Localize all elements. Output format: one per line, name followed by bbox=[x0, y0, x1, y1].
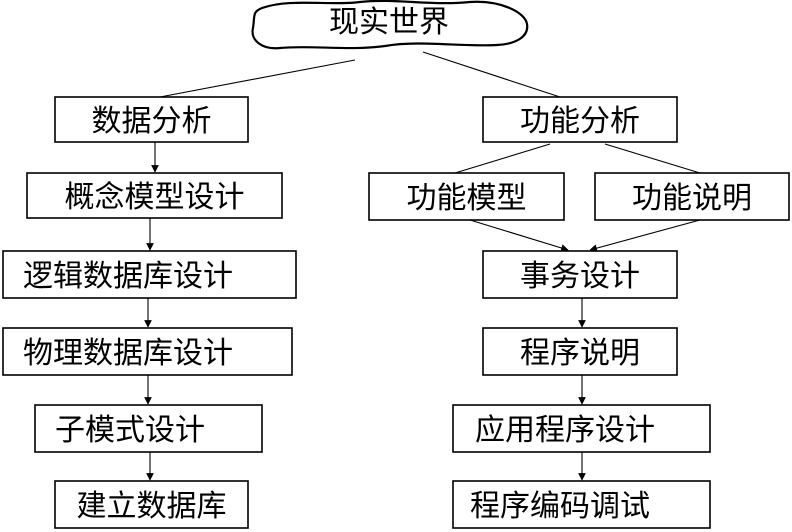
svg-text:程序编码调试: 程序编码调试 bbox=[470, 489, 650, 524]
svg-text:物理数据库设计: 物理数据库设计 bbox=[23, 336, 233, 371]
svg-text:程序说明: 程序说明 bbox=[520, 336, 640, 371]
node-program-description: 程序说明 bbox=[482, 327, 678, 376]
svg-text:应用程序设计: 应用程序设计 bbox=[475, 413, 655, 448]
edge-function-analysis-to-model bbox=[454, 143, 551, 174]
edge-root-to-data-analysis bbox=[159, 59, 356, 98]
node-data-analysis: 数据分析 bbox=[54, 96, 249, 143]
node-subschema-design: 子模式设计 bbox=[34, 404, 263, 453]
edge-root-to-function-analysis bbox=[422, 51, 561, 98]
root-cloud: 现实世界 bbox=[251, 0, 529, 50]
svg-text:子模式设计: 子模式设计 bbox=[55, 413, 205, 448]
root-label: 现实世界 bbox=[329, 5, 449, 40]
svg-text:逻辑数据库设计: 逻辑数据库设计 bbox=[23, 259, 233, 294]
svg-text:功能模型: 功能模型 bbox=[407, 181, 527, 216]
svg-text:数据分析: 数据分析 bbox=[92, 104, 212, 139]
node-logical-db-design: 逻辑数据库设计 bbox=[2, 250, 297, 299]
node-function-analysis: 功能分析 bbox=[482, 96, 678, 143]
edge-model-to-transaction bbox=[469, 219, 569, 252]
edge-function-analysis-to-description bbox=[604, 143, 701, 174]
svg-text:功能说明: 功能说明 bbox=[632, 181, 752, 216]
node-physical-db-design: 物理数据库设计 bbox=[2, 327, 293, 376]
svg-text:建立数据库: 建立数据库 bbox=[77, 489, 227, 524]
node-application-design: 应用程序设计 bbox=[452, 404, 711, 453]
node-build-database: 建立数据库 bbox=[54, 480, 249, 529]
node-transaction-design: 事务设计 bbox=[482, 250, 678, 299]
svg-text:事务设计: 事务设计 bbox=[520, 259, 640, 294]
edge-description-to-transaction bbox=[589, 219, 701, 252]
svg-text:功能分析: 功能分析 bbox=[520, 104, 640, 139]
node-function-model: 功能模型 bbox=[368, 172, 565, 221]
node-function-description: 功能说明 bbox=[594, 172, 790, 221]
cloud-shape bbox=[251, 0, 529, 50]
svg-text:概念模型设计: 概念模型设计 bbox=[65, 180, 245, 215]
node-program-coding-debug: 程序编码调试 bbox=[452, 480, 711, 529]
node-concept-model-design: 概念模型设计 bbox=[26, 172, 283, 219]
